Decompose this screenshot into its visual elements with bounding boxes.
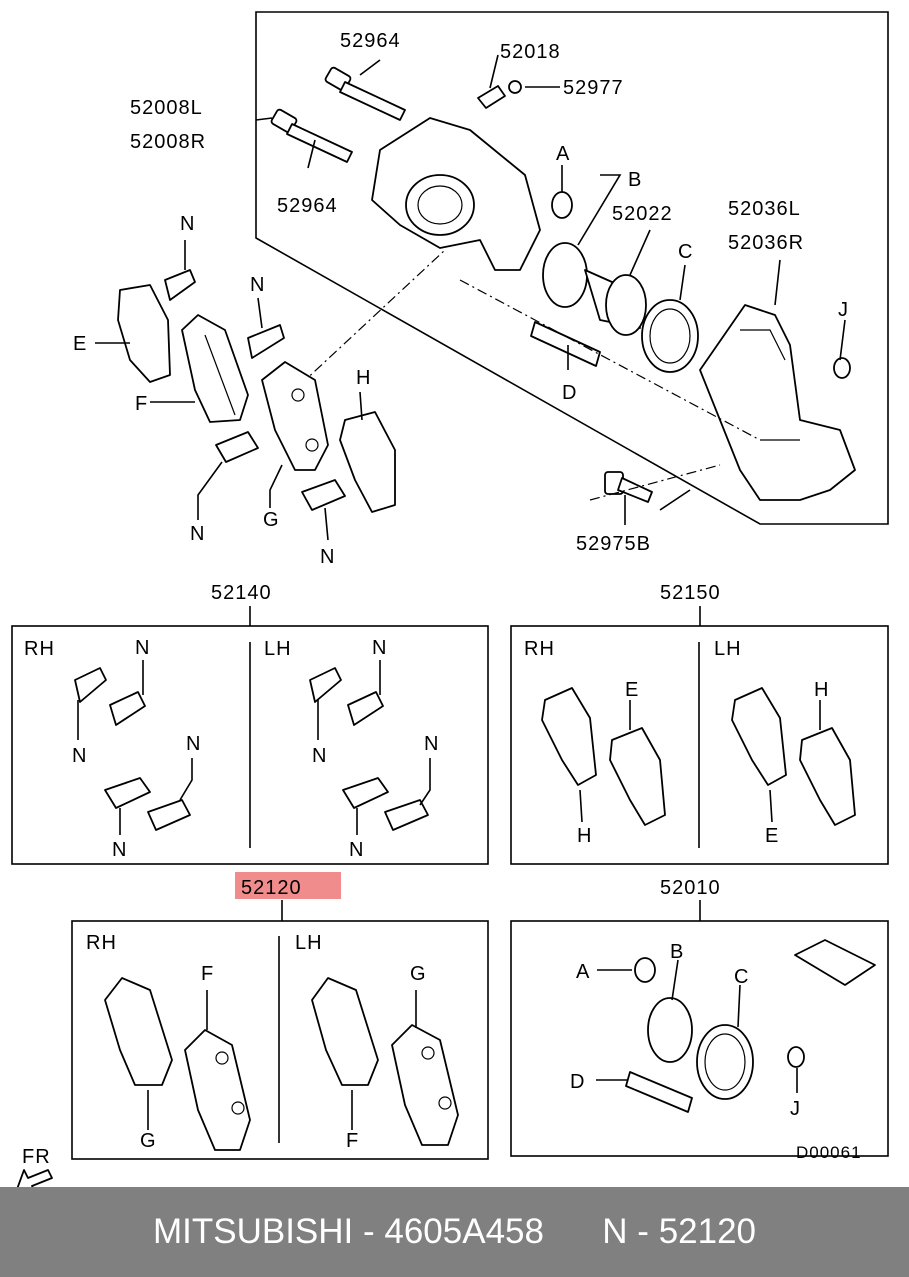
kit-52120-g2: G — [410, 963, 427, 985]
label-N-3: N — [190, 523, 205, 545]
part-A-boot — [551, 191, 573, 219]
kit-52140-n4: N — [112, 839, 127, 861]
bolt-52975B — [604, 471, 653, 503]
label-52008L: 52008L — [130, 97, 203, 119]
kit-52140-rh: RH — [24, 638, 55, 660]
kit-52150-h2: H — [814, 679, 829, 701]
kit-52140-n5: N — [372, 637, 387, 659]
clip-N-4 — [301, 479, 346, 511]
kit-52140-n8: N — [349, 839, 364, 861]
label-52964-top: 52964 — [340, 30, 401, 52]
clip-N-2 — [247, 324, 285, 359]
label-52008R: 52008R — [130, 131, 206, 153]
label-52975B: 52975B — [576, 533, 651, 555]
kit-52140-n2: N — [72, 745, 87, 767]
part-C-boot — [641, 299, 699, 373]
caliper-body — [371, 117, 541, 271]
bolt-52964-bottom — [270, 108, 353, 163]
part-J-cap — [833, 357, 851, 379]
piston-52022 — [584, 269, 647, 336]
label-D: D — [562, 382, 577, 404]
label-52120-highlight — [235, 872, 341, 899]
bolt-52964-top — [324, 66, 406, 121]
label-N-4: N — [320, 546, 335, 568]
kit-52120-lh: LH — [295, 932, 323, 954]
label-N-2: N — [250, 274, 265, 296]
kit-52120-f2: F — [346, 1130, 359, 1152]
label-H: H — [356, 367, 371, 389]
label-FR: FR — [22, 1146, 51, 1168]
footer-bar: MITSUBISHI - 4605A458 N - 52120 — [0, 1187, 909, 1277]
brake-caliper-diagram: 52964 52018 52977 52008L 52008R 52964 A … — [11, 11, 889, 1187]
kit-52010-box — [510, 920, 889, 1157]
pad-F — [181, 314, 249, 423]
label-C: C — [678, 241, 693, 263]
kit-52120-rh: RH — [86, 932, 117, 954]
support-bracket-52036 — [699, 304, 856, 501]
kit-52010-d: D — [570, 1071, 585, 1093]
label-F: F — [135, 393, 148, 415]
kit-52140-n6: N — [312, 745, 327, 767]
clip-N-3 — [215, 431, 259, 463]
footer-text: MITSUBISHI - 4605A458 N - 52120 — [152, 1212, 757, 1251]
part-B-seal — [542, 242, 588, 308]
label-B: B — [628, 169, 642, 191]
kit-52150-shims — [541, 687, 856, 826]
kit-52140-n3: N — [186, 733, 201, 755]
caliper-assembly-frame — [255, 11, 889, 525]
label-E: E — [73, 333, 87, 355]
kit-52120-pads — [104, 977, 459, 1151]
label-A: A — [556, 143, 570, 165]
label-52140: 52140 — [211, 582, 272, 604]
label-52036L: 52036L — [728, 198, 801, 220]
label-52022: 52022 — [612, 203, 673, 225]
label-52036R: 52036R — [728, 232, 804, 254]
kit-52150-h1: H — [577, 825, 592, 847]
kit-52140-n1: N — [135, 637, 150, 659]
kit-52010-c: C — [734, 966, 749, 988]
kit-52150-e1: E — [625, 679, 639, 701]
kit-52140-clips — [74, 667, 429, 831]
pad-G — [261, 361, 329, 471]
pad-H-shim — [339, 411, 396, 513]
kit-52010-a: A — [576, 961, 590, 983]
label-52150: 52150 — [660, 582, 721, 604]
kit-52120-box — [71, 920, 489, 1160]
bleeder-cap-52977 — [508, 80, 522, 94]
label-N-1: N — [180, 213, 195, 235]
label-52120: 52120 — [241, 877, 302, 899]
kit-52140-lh: LH — [264, 638, 292, 660]
label-52010: 52010 — [660, 877, 721, 899]
kit-52120-f1: F — [201, 963, 214, 985]
kit-52010-parts — [625, 939, 876, 1113]
clip-N-1 — [164, 269, 196, 301]
part-D-pin — [530, 321, 601, 367]
kit-52150-lh: LH — [714, 638, 742, 660]
label-J: J — [838, 299, 849, 321]
label-G: G — [263, 509, 280, 531]
kit-52120-g1: G — [140, 1130, 157, 1152]
label-52018: 52018 — [500, 41, 561, 63]
front-arrow-icon — [16, 1169, 53, 1187]
label-52964-bottom: 52964 — [277, 195, 338, 217]
label-52977: 52977 — [563, 77, 624, 99]
kit-52010-j: J — [790, 1098, 801, 1120]
bleeder-screw-52018 — [477, 85, 506, 109]
kit-52150-e2: E — [765, 825, 779, 847]
kit-52140-n7: N — [424, 733, 439, 755]
diagram-code: D00061 — [796, 1143, 862, 1162]
kit-52140-box — [11, 625, 489, 865]
kit-52150-box — [510, 625, 889, 865]
kit-52150-rh: RH — [524, 638, 555, 660]
kit-52010-b: B — [670, 941, 684, 963]
pad-E-shim — [117, 284, 171, 383]
